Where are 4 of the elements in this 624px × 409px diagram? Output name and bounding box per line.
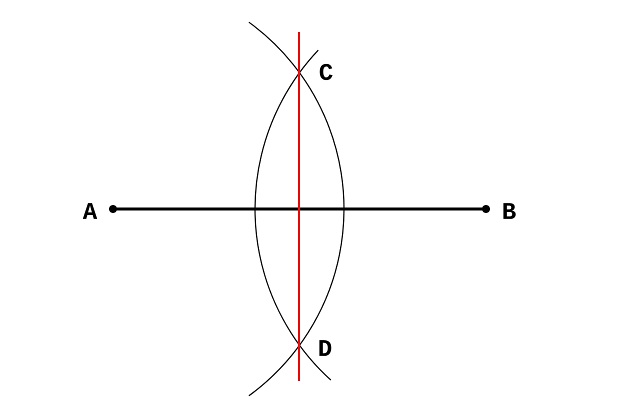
- point-label: A: [82, 203, 98, 219]
- point-label: C: [320, 64, 333, 80]
- point-label: D: [319, 340, 332, 356]
- point-label: B: [503, 203, 516, 219]
